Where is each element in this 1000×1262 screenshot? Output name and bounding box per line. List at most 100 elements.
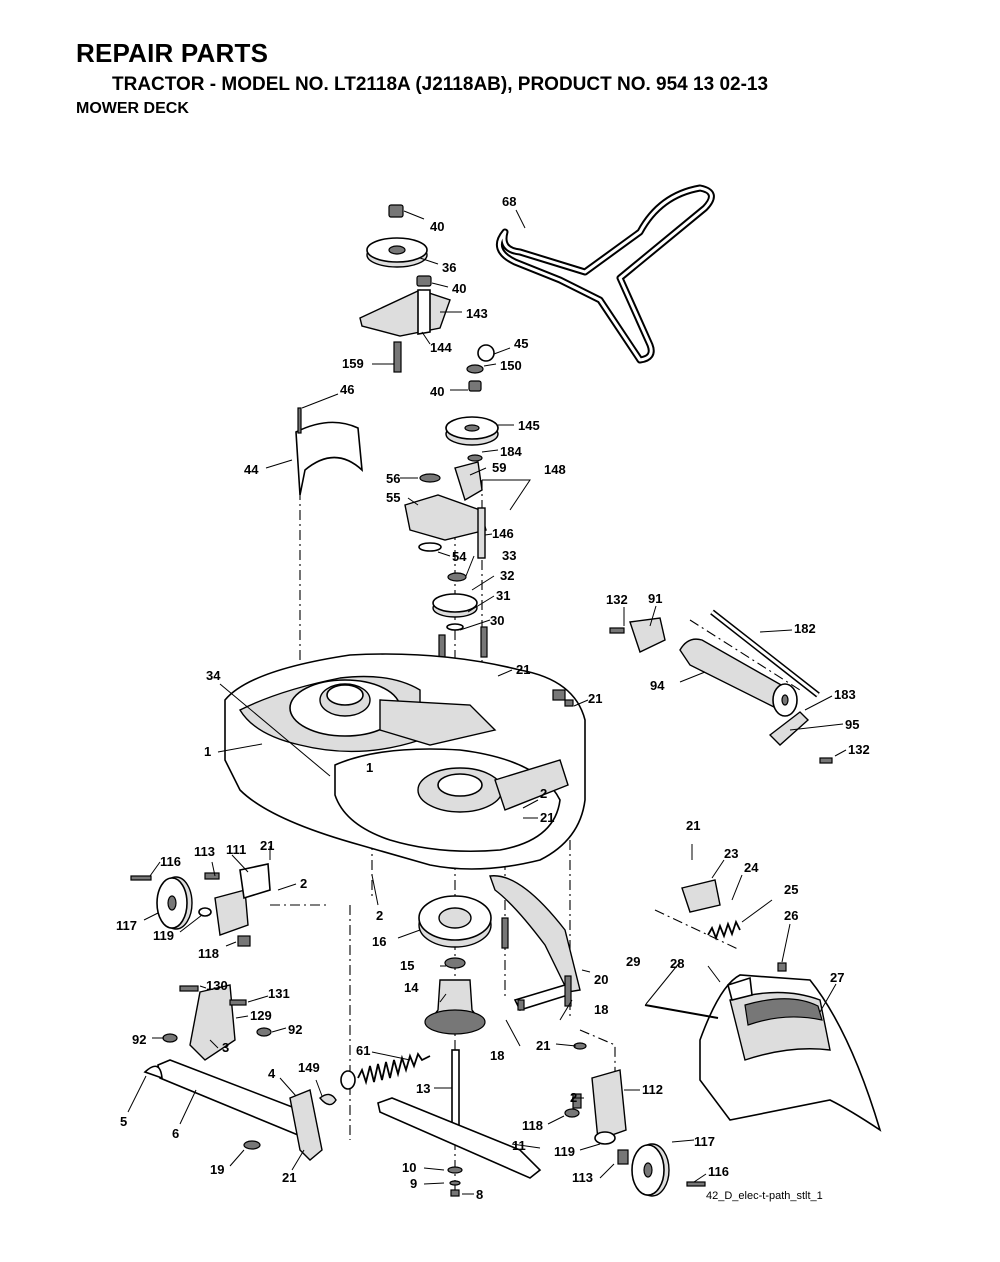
callout-143: 143 xyxy=(466,306,488,321)
callout-59: 59 xyxy=(492,460,506,475)
callout-24: 24 xyxy=(744,860,759,875)
callout-1b: 1 xyxy=(366,760,373,775)
callout-21g: 21 xyxy=(282,1170,296,1185)
callout-21c: 21 xyxy=(540,810,554,825)
callout-21d: 21 xyxy=(260,838,274,853)
idler-pulley-assembly xyxy=(359,204,451,373)
belt-guard xyxy=(295,407,363,496)
callout-2d: 2 xyxy=(570,1090,577,1105)
callout-14: 14 xyxy=(404,980,419,995)
page-title: REPAIR PARTS xyxy=(76,38,269,68)
callout-45: 45 xyxy=(514,336,528,351)
callout-10: 10 xyxy=(402,1160,416,1175)
callout-112: 112 xyxy=(642,1082,663,1097)
diagram-reference-code: 42_D_elec-t-path_stlt_1 xyxy=(706,1190,823,1202)
callout-6: 6 xyxy=(172,1126,179,1141)
callout-1a: 1 xyxy=(204,744,211,759)
callout-149: 149 xyxy=(298,1060,320,1075)
callout-119a: 119 xyxy=(153,928,174,943)
callout-94: 94 xyxy=(650,678,665,693)
deck-support-bracket xyxy=(489,875,587,1050)
callout-9: 9 xyxy=(410,1176,417,1191)
callout-132b: 132 xyxy=(848,742,870,757)
callout-2a: 2 xyxy=(540,786,547,801)
callout-118a: 118 xyxy=(198,946,219,961)
callout-55: 55 xyxy=(386,490,400,505)
callout-30: 30 xyxy=(490,613,504,628)
callout-117b: 117 xyxy=(694,1134,715,1149)
callout-113a: 113 xyxy=(194,844,215,859)
callout-44: 44 xyxy=(244,462,259,477)
callout-21f: 21 xyxy=(536,1038,550,1053)
section-title: MOWER DECK xyxy=(76,100,189,117)
callout-183: 183 xyxy=(834,687,856,702)
callout-119b: 119 xyxy=(554,1144,575,1159)
callout-18b: 18 xyxy=(490,1048,504,1063)
callout-8: 8 xyxy=(476,1187,483,1202)
idler-arm xyxy=(404,473,531,559)
callout-46: 46 xyxy=(340,382,354,397)
leader-lines xyxy=(127,209,847,1195)
callout-132a: 132 xyxy=(606,592,628,607)
callout-23: 23 xyxy=(724,846,738,861)
callout-145: 145 xyxy=(518,418,540,433)
model-subtitle: TRACTOR - MODEL NO. LT2118A (J2118AB), P… xyxy=(112,74,769,95)
callout-11: 11 xyxy=(512,1138,526,1153)
callout-5: 5 xyxy=(120,1114,127,1129)
callout-117a: 117 xyxy=(116,918,137,933)
callout-116b: 116 xyxy=(708,1164,729,1179)
callout-21b: 21 xyxy=(588,691,602,706)
callout-54: 54 xyxy=(452,549,467,564)
callout-40c: 40 xyxy=(430,384,444,399)
callout-20: 20 xyxy=(594,972,608,987)
callout-129: 129 xyxy=(250,1008,272,1023)
callout-2c: 2 xyxy=(376,908,383,923)
callout-25: 25 xyxy=(784,882,798,897)
callout-16: 16 xyxy=(372,934,386,949)
idler-pulley-2 xyxy=(445,344,499,502)
callout-130: 130 xyxy=(206,978,228,993)
spindle-assembly xyxy=(424,957,486,1131)
callout-34: 34 xyxy=(206,668,221,683)
mower-blade xyxy=(377,1097,542,1197)
discharge-chute xyxy=(644,879,882,1132)
callout-116a: 116 xyxy=(160,854,181,869)
callout-131: 131 xyxy=(268,986,290,1001)
callout-labels: 40 36 40 143 144 159 68 45 150 40 145 18… xyxy=(116,194,870,1202)
callout-146: 146 xyxy=(492,526,514,541)
callout-2b: 2 xyxy=(300,876,307,891)
lift-spring xyxy=(340,1051,431,1090)
anti-scalp-roller xyxy=(609,609,833,764)
callout-36: 36 xyxy=(442,260,456,275)
callout-3: 3 xyxy=(222,1040,229,1055)
center-pulley-stack xyxy=(432,572,488,660)
callout-33: 33 xyxy=(502,548,516,563)
right-gauge-wheel xyxy=(564,1069,706,1197)
callout-150: 150 xyxy=(500,358,522,373)
callout-40b: 40 xyxy=(452,281,466,296)
callout-26: 26 xyxy=(784,908,798,923)
callout-29: 29 xyxy=(626,954,640,969)
callout-19: 19 xyxy=(210,1162,224,1177)
callout-4: 4 xyxy=(268,1066,276,1081)
callout-148: 148 xyxy=(544,462,566,477)
callout-111: 111 xyxy=(226,842,246,857)
callout-113b: 113 xyxy=(572,1170,593,1185)
callout-95: 95 xyxy=(845,717,859,732)
callout-184: 184 xyxy=(500,444,522,459)
callout-56: 56 xyxy=(386,471,400,486)
deck-bracket xyxy=(418,895,492,948)
mower-deck xyxy=(224,653,586,870)
callout-28: 28 xyxy=(670,956,684,971)
lift-linkage xyxy=(143,984,337,1161)
callout-31: 31 xyxy=(496,588,510,603)
callout-92b: 92 xyxy=(288,1022,302,1037)
callout-182: 182 xyxy=(794,621,816,636)
callout-21a: 21 xyxy=(516,662,530,677)
callout-21e: 21 xyxy=(686,818,700,833)
callout-118b: 118 xyxy=(522,1118,543,1133)
callout-40a: 40 xyxy=(430,219,444,234)
drive-belt xyxy=(495,184,715,364)
callout-61: 61 xyxy=(356,1043,370,1058)
